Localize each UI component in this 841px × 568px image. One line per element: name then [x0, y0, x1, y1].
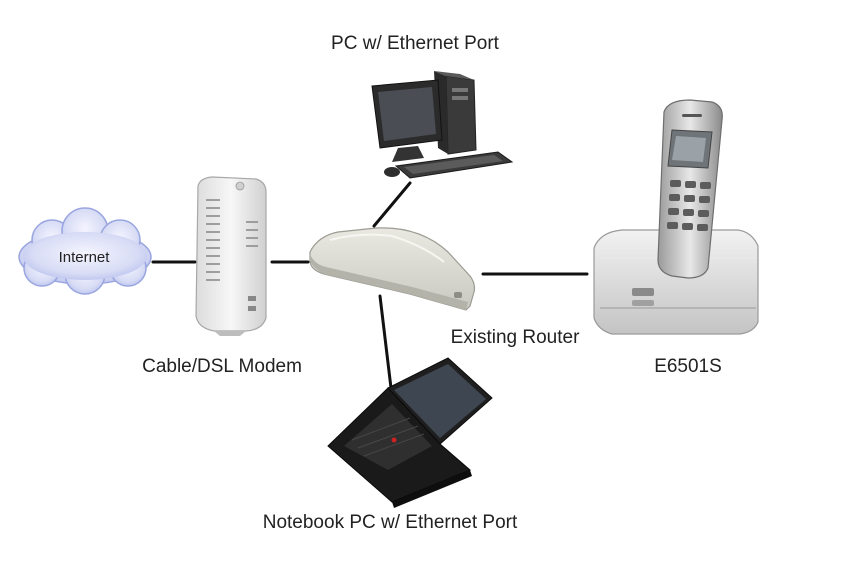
notebook-label: Notebook PC w/ Ethernet Port: [263, 512, 518, 533]
link-router-notebook: [380, 296, 391, 388]
pc-label: PC w/ Ethernet Port: [331, 33, 500, 54]
link-router-pc: [374, 183, 410, 226]
router-icon: [310, 228, 475, 310]
laptop-icon: [328, 358, 492, 508]
internet-label: Internet: [59, 249, 111, 266]
modem-icon: [196, 177, 266, 336]
modem-label: Cable/DSL Modem: [142, 356, 302, 377]
desktop-pc-icon: [372, 71, 512, 178]
cordless-phone-icon: [594, 100, 758, 334]
router-label: Existing Router: [451, 327, 581, 348]
phone-label: E6501S: [654, 356, 722, 377]
